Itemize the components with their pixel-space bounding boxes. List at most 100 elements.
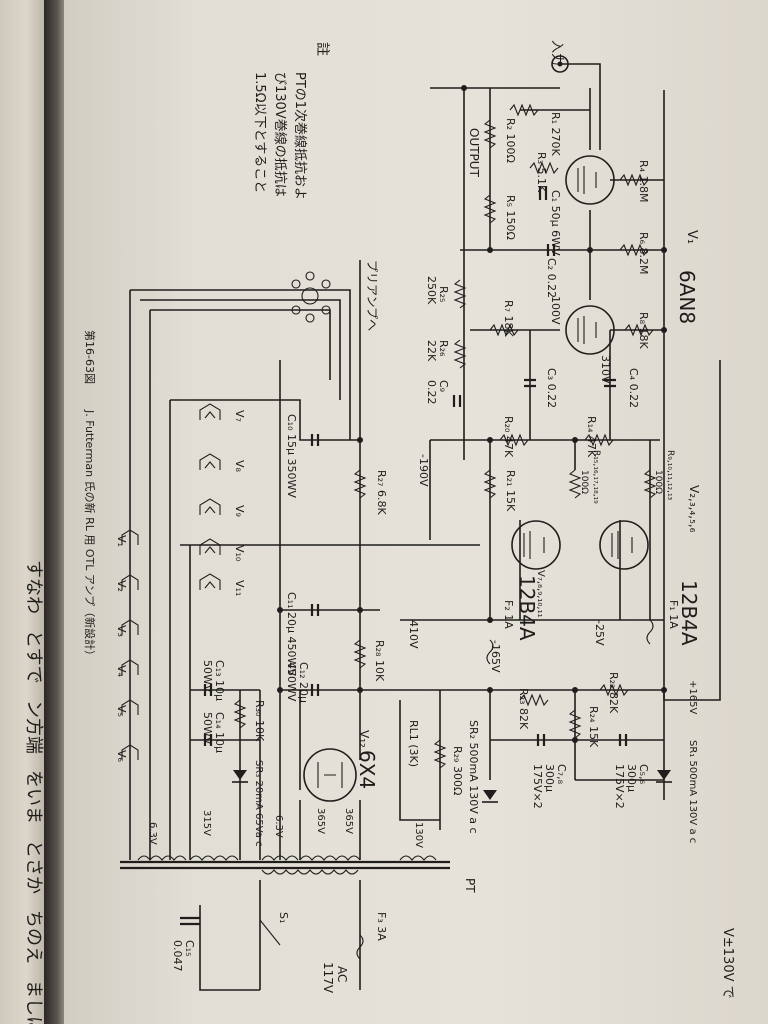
heater-v10: V₁₀ [233, 545, 246, 562]
label-ac-v: 117V [321, 962, 335, 994]
heater-v6: V₆ [115, 750, 128, 763]
label-s1: S₁ [277, 912, 290, 923]
label-w365a: 365V [315, 808, 326, 834]
label-r4: R₄ 1.8M [637, 160, 650, 203]
label-m190v: -190V [417, 454, 430, 487]
label-c15v: 0.047 [171, 940, 184, 972]
schematic-wiring [129, 63, 721, 991]
resistors [233, 103, 657, 769]
preamp-socket [291, 271, 331, 323]
label-c2: C₂ 0.22 [545, 258, 558, 298]
label-r15v: 100Ω [579, 470, 589, 494]
label-m165v: -165V [489, 640, 502, 673]
label-r30: R₃₀ 10K [253, 700, 266, 742]
label-r23: R₂₃ 82K [517, 688, 530, 730]
label-c56w: 175V×2 [613, 764, 626, 809]
heater-filaments-v1-v6 [121, 529, 139, 760]
label-c14: C₁₄ 10μ [213, 712, 226, 753]
bottom-text: V±130V で [720, 928, 735, 999]
heater-filaments-v7-v11 [199, 403, 221, 590]
label-c11: C₁₁ 20μ 450WV [285, 592, 298, 676]
junction-dots [277, 85, 667, 743]
heater-v8: V₈ [233, 460, 246, 473]
label-w63b: 6.3V [273, 815, 284, 838]
heater-v2: V₂ [115, 580, 128, 592]
fragment-line-1: とすで [23, 630, 44, 684]
label-rl: RL1 (3K) [407, 720, 420, 767]
heater-v5: V₅ [115, 705, 128, 717]
label-r8: R₈ 18K [637, 312, 650, 350]
label-pt: PT [463, 878, 477, 893]
capacitors [180, 186, 628, 926]
label-r20: R₂₀ 47K [502, 416, 515, 458]
label-6x4: 6X4 [355, 750, 379, 789]
note-line-0: PTの1次巻線抵抗およ [292, 72, 308, 200]
label-r9v: 100Ω [653, 470, 663, 494]
label-w130: 130V [413, 822, 424, 848]
label-r9: R₉,₁₀,₁₁,₁₂,₁₃ [665, 450, 675, 501]
fragment-line-5: ちのえ [23, 910, 44, 964]
heater-v4: V₄ [115, 665, 128, 678]
heater-v9: V₉ [233, 505, 246, 517]
figure-caption: 第16-63図 J. Futterman 氏の新 RL 用 OTL アンプ（新設… [83, 330, 97, 661]
label-c78w: 175V×2 [531, 764, 544, 809]
label-c13: C₁₃ 10μ [213, 660, 226, 701]
label-v7-11: V₇,₈,₉,₁₀,₁₁ [535, 570, 546, 618]
label-v12: V₁₂ [357, 730, 371, 748]
book-gutter [44, 0, 66, 1024]
power-transformer [120, 855, 450, 875]
label-c78v: 300μ [543, 764, 556, 792]
label-c15: C₁₅ [183, 940, 196, 957]
label-12b4a-b: 12B4A [515, 575, 539, 641]
fragment-line-2: ン方端 [23, 700, 44, 754]
label-w365b: 365V [343, 808, 354, 834]
label-sr1: SR₁ 500mA 130V a c [687, 740, 698, 843]
input-jack-icon [551, 55, 569, 73]
label-v2-6: V₂,₃,₄,₅,₆ [687, 485, 701, 533]
label-r26: R₂₆ [437, 340, 450, 357]
label-c1: C₁ 50μ 6WV [549, 190, 562, 256]
label-c56: C₅,₆ [637, 764, 650, 785]
label-r3: R₃ 5.1K [535, 152, 548, 193]
right-page-fragment: すなわ とすで ン方端 をいま とさか ちのえ ましに [23, 560, 44, 1024]
tube-v2-6 [599, 520, 649, 570]
label-r21: R₂₁ 15K [504, 470, 517, 512]
label-r26v: 22K [425, 340, 438, 362]
label-r15: R₁₅,₁₆,₁₇,₁₈,₁₉ [591, 450, 601, 504]
label-m25v: -25V [593, 620, 606, 646]
fragment-line-3: をいま [23, 770, 44, 824]
label-100v: 100V [549, 296, 562, 325]
heater-v1: V₁ [115, 535, 128, 547]
tube-v1 [565, 155, 615, 205]
label-r22: R₂₂ 82K [607, 672, 620, 714]
label-c9v: 0.22 [425, 380, 438, 405]
heater-v11: V₁₁ [233, 580, 246, 596]
label-v1: V₁ [684, 230, 699, 244]
label-r27: R₂₇ 6.8K [375, 470, 388, 515]
label-c78: C₇,₈ [555, 764, 568, 785]
fragment-line-6: ましに [23, 980, 44, 1024]
label-r6: R₆ 8.2M [637, 232, 650, 275]
label-12b4a-a: 12B4A [677, 580, 701, 646]
label-r5: R₅ 150Ω [504, 195, 517, 240]
label-f2: F₂ 1A [502, 600, 515, 629]
label-r7: R₇ 18K [502, 300, 515, 338]
label-c12: C₁₂ 20μ [297, 662, 310, 703]
label-f1: F₁ 1A [667, 600, 680, 629]
note-block: 註 PTの1次巻線抵抗およ び130V巻線の抵抗は 1.5Ω以下とすること [252, 42, 330, 200]
label-sr2: SR₂ 500mA 130V a c [467, 720, 480, 834]
label-preamp: プリアンプへ [365, 260, 379, 331]
note-line-2: 1.5Ω以下とすること [252, 72, 267, 193]
diodes-fuses [232, 619, 672, 960]
note-line-1: び130V巻線の抵抗は [272, 72, 288, 197]
fragment-line-0: すなわ [23, 560, 44, 614]
note-heading: 註 [314, 42, 330, 56]
caption-text: J. Futterman 氏の新 RL 用 OTL アンプ（新設計） [83, 409, 97, 661]
label-f3: F₃ 3A [375, 912, 388, 941]
left-page-edge [0, 0, 44, 1024]
tube-v12 [303, 748, 357, 802]
label-c9: C₉ [437, 380, 450, 392]
label-310v: 310V [599, 355, 612, 384]
label-r24: R₂₄ 15K [587, 706, 600, 748]
